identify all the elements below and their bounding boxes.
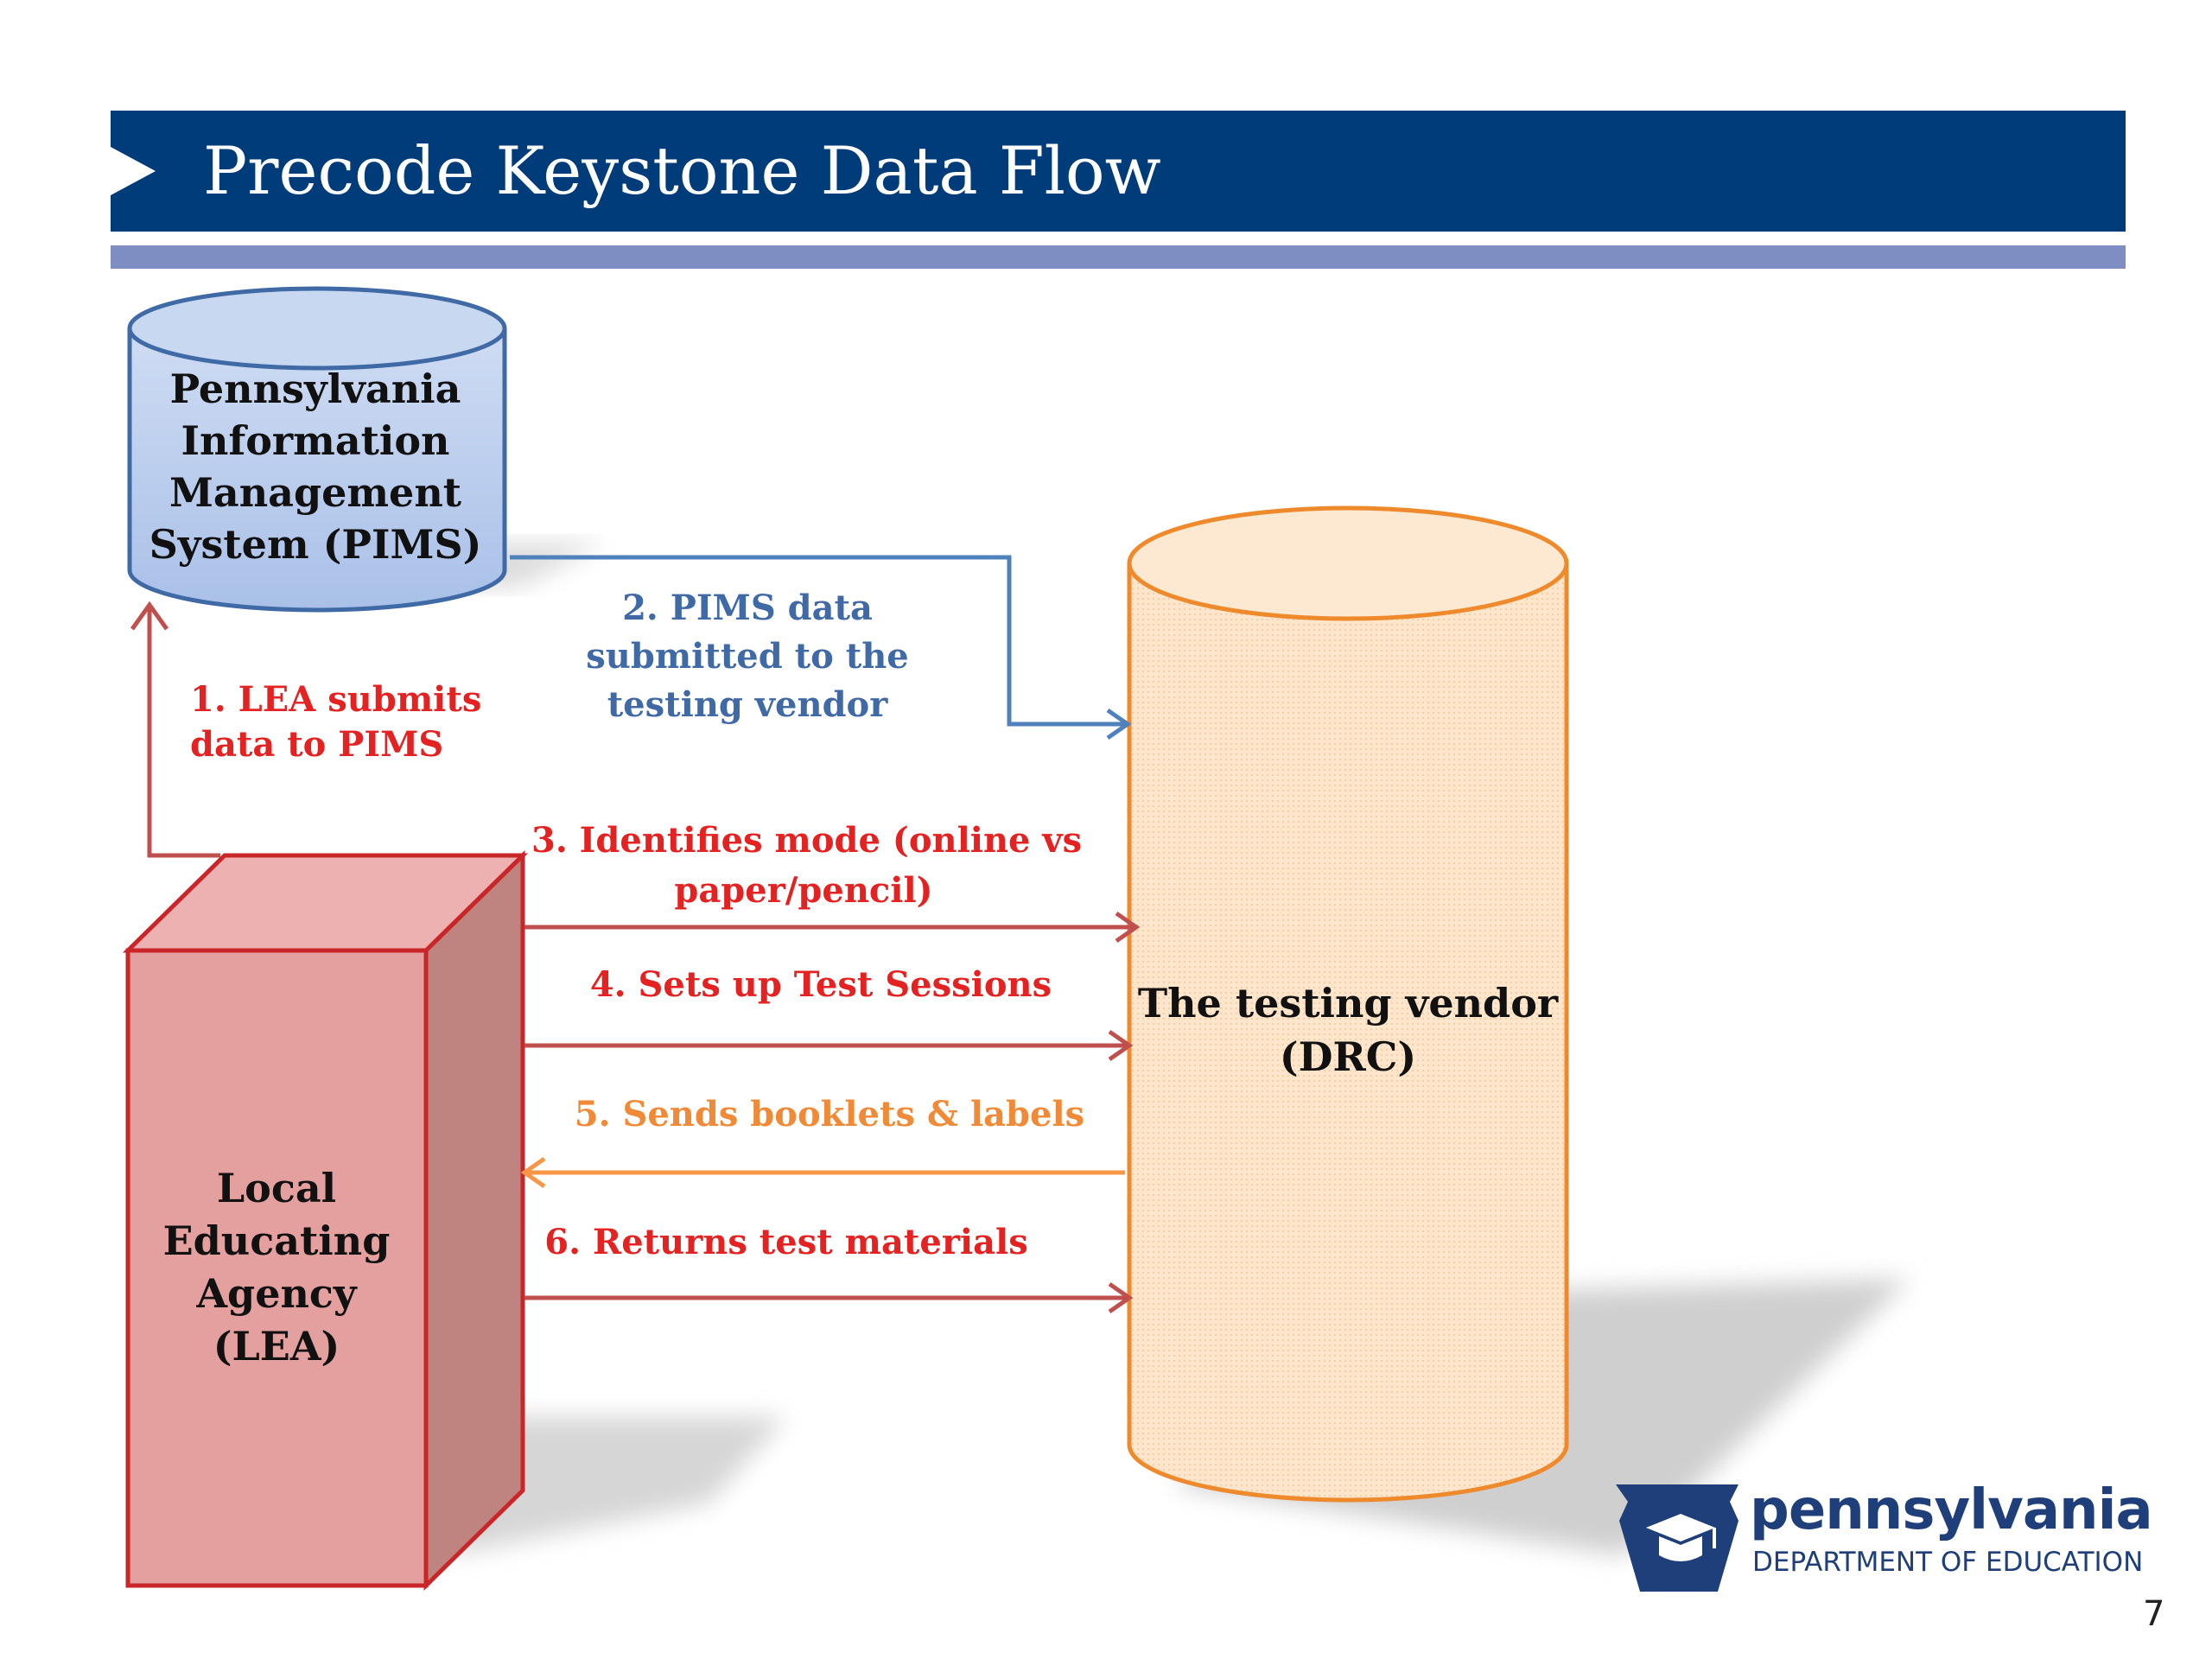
step6-label: 6. Returns test materials — [544, 1222, 1028, 1262]
step2-label-line: testing vendor — [607, 684, 888, 725]
vendor-label-line: The testing vendor — [1137, 980, 1559, 1027]
lea-label-line: (LEA) — [213, 1323, 340, 1370]
step1-label-line: data to PIMS — [190, 724, 444, 765]
arrow-step6 — [524, 1281, 1134, 1314]
pims-label-line: Management — [168, 469, 462, 516]
step3-label: 3. Identifies mode (online vs paper/penc… — [531, 816, 1083, 916]
arrow-step3 — [524, 911, 1141, 944]
step4-label: 4. Sets up Test Sessions — [589, 964, 1052, 1005]
pims-label-line: System (PIMS) — [149, 521, 482, 568]
vendor-cylinder — [1127, 505, 1569, 1503]
step2-label-line: submitted to the — [586, 636, 909, 677]
pims-label: Pennsylvania Information Management Syst… — [130, 363, 501, 570]
pims-label-line: Information — [181, 417, 450, 464]
title-bar — [111, 111, 2126, 232]
step1-label: 1. LEA submits data to PIMS — [190, 677, 481, 767]
pims-label-line: Pennsylvania — [169, 365, 461, 412]
vendor-label-line: (DRC) — [1279, 1033, 1417, 1080]
lea-shadow — [449, 1417, 786, 1555]
lea-label-line: Local — [216, 1165, 337, 1211]
page-number: 7 — [2143, 1594, 2165, 1634]
title-arrow-icon — [111, 147, 156, 195]
pims-database — [127, 286, 507, 613]
arrow-step2 — [510, 555, 1132, 741]
step2-label-line: 2. PIMS data — [622, 588, 873, 628]
title-underline-bar — [111, 245, 2126, 269]
step5-label: 5. Sends booklets & labels — [574, 1094, 1085, 1135]
keystone-logo-icon — [1616, 1484, 1738, 1592]
slide-title: Precode Keystone Data Flow — [203, 132, 1161, 209]
vendor-label: The testing vendor (DRC) — [1132, 976, 1564, 1084]
arrow-step4 — [524, 1029, 1134, 1062]
logo-wordmark: pennsylvania — [1750, 1478, 2153, 1542]
lea-box — [122, 850, 529, 1591]
step3-label-line: paper/pencil) — [674, 870, 933, 911]
lea-label-line: Educating — [162, 1217, 391, 1264]
step2-label: 2. PIMS data submitted to the testing ve… — [553, 584, 942, 729]
lea-label-line: Agency — [196, 1270, 357, 1317]
arrow-step5 — [520, 1156, 1125, 1189]
logo-subtitle: DEPARTMENT OF EDUCATION — [1752, 1547, 2144, 1578]
step1-label-line: 1. LEA submits — [190, 679, 482, 720]
lea-label: Local Educating Agency (LEA) — [130, 1162, 423, 1373]
step3-label-line: 3. Identifies mode (online vs — [531, 820, 1083, 861]
arrow-step1 — [130, 601, 220, 858]
